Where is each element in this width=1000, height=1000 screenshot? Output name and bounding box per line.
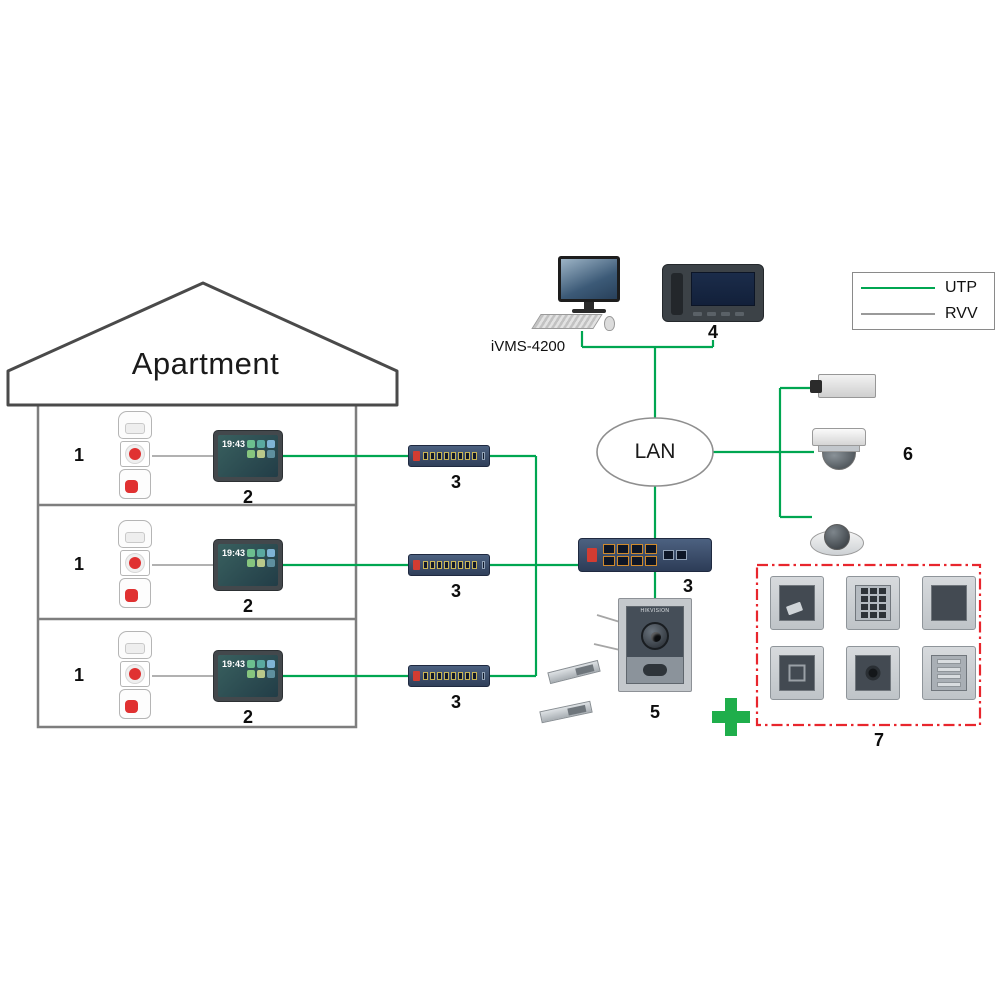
label-monitor-floor1: 2 (242, 487, 253, 507)
label-sensors-floor1: 1 (73, 445, 84, 465)
keyboard-icon (531, 314, 603, 329)
module-indicator (846, 646, 900, 700)
lan-cloud (596, 417, 714, 487)
plus-icon (712, 698, 750, 736)
label-main-switch: 3 (682, 576, 693, 596)
hikvision-logo-mark (413, 671, 420, 681)
monitor-time: 19:43 (222, 659, 246, 669)
house-outline (6, 281, 399, 729)
emergency-button-icon (120, 661, 150, 687)
emergency-button-icon (120, 550, 150, 576)
label-monitor-floor3: 2 (242, 707, 253, 727)
lan-label: LAN (634, 440, 676, 463)
sensor-stack-floor2 (116, 520, 154, 608)
hikvision-logo-mark (413, 560, 420, 570)
poe-switch-floor3 (408, 665, 490, 687)
sensor-stack-floor1 (116, 411, 154, 499)
module-reader (770, 646, 824, 700)
label-monitor-floor2: 2 (242, 596, 253, 616)
emergency-button-icon (120, 441, 150, 467)
switch-ports (423, 561, 477, 569)
monitor-time: 19:43 (222, 439, 246, 449)
label-cameras: 6 (902, 444, 913, 464)
door-station-call-button (643, 664, 667, 676)
monitor-app-icons (247, 440, 275, 458)
poe-switch-floor1 (408, 445, 490, 467)
label-door-station: 5 (649, 702, 660, 722)
switch-ports (603, 544, 657, 566)
pc-monitor-icon (558, 256, 620, 302)
indoor-monitor-floor3: 19:43 (213, 650, 283, 702)
indoor-monitor-floor2: 19:43 (213, 539, 283, 591)
handset-icon (671, 273, 683, 315)
sensor-stack-floor3 (116, 631, 154, 719)
poe-switch-floor2 (408, 554, 490, 576)
module-card-reader (770, 576, 824, 630)
legend-row-utp: UTP (861, 277, 986, 299)
indoor-monitor-floor1: 19:43 (213, 430, 283, 482)
pc-screen (561, 259, 617, 299)
legend-rvv-label: RVV (945, 305, 978, 322)
legend-box: UTP RVV (852, 272, 995, 330)
call-button-icon (119, 578, 151, 608)
label-modules: 7 (873, 730, 884, 750)
label-switch-floor3: 3 (450, 692, 461, 712)
motion-sensor-icon (118, 631, 152, 659)
call-button-icon (119, 689, 151, 719)
module-keypad (846, 576, 900, 630)
rvv-line-sample (861, 313, 935, 315)
module-group-box (755, 563, 982, 727)
camera-lens (810, 380, 822, 393)
rvv-lines (152, 455, 621, 677)
hikvision-logo-mark (587, 548, 597, 562)
sfp-ports (663, 550, 687, 560)
uplink-port (482, 561, 485, 569)
monitor-screen: 19:43 (218, 435, 278, 477)
ivms-label: iVMS-4200 (490, 338, 566, 355)
apartment-title: Apartment (131, 346, 280, 381)
master-station-buttons (693, 312, 744, 316)
call-button-icon (119, 469, 151, 499)
module-display (922, 576, 976, 630)
motion-sensor-icon (118, 411, 152, 439)
master-station (662, 264, 764, 322)
switch-ports (423, 672, 477, 680)
ptz-camera-icon (812, 428, 866, 470)
roof-shape (6, 281, 399, 407)
hikvision-brand-text: HIKVISION (640, 608, 670, 614)
mouse-icon (604, 316, 615, 331)
legend-utp-label: UTP (945, 279, 977, 296)
monitor-app-icons (247, 660, 275, 678)
legend-row-rvv: RVV (861, 303, 986, 325)
label-master-station: 4 (707, 322, 718, 342)
label-switch-floor1: 3 (450, 472, 461, 492)
door-station: HIKVISION (618, 598, 692, 692)
monitor-app-icons (247, 549, 275, 567)
pc-stand-base (572, 309, 606, 313)
monitor-screen: 19:43 (218, 544, 278, 586)
switch-ports (423, 452, 477, 460)
label-switch-floor2: 3 (450, 581, 461, 601)
monitor-screen: 19:43 (218, 655, 278, 697)
box-camera-icon (810, 374, 876, 398)
module-nametag (922, 646, 976, 700)
label-sensors-floor3: 1 (73, 665, 84, 685)
motion-sensor-icon (118, 520, 152, 548)
monitor-time: 19:43 (222, 548, 246, 558)
uplink-port (482, 452, 485, 460)
uplink-port (482, 672, 485, 680)
hikvision-logo-mark (413, 451, 420, 461)
utp-lines (283, 331, 814, 678)
pc-stand (584, 302, 594, 309)
dome-camera-icon (810, 522, 866, 560)
door-station-camera (641, 622, 669, 650)
main-poe-switch (578, 538, 712, 572)
master-station-screen (691, 272, 755, 306)
label-sensors-floor2: 1 (73, 554, 84, 574)
utp-line-sample (861, 287, 935, 289)
